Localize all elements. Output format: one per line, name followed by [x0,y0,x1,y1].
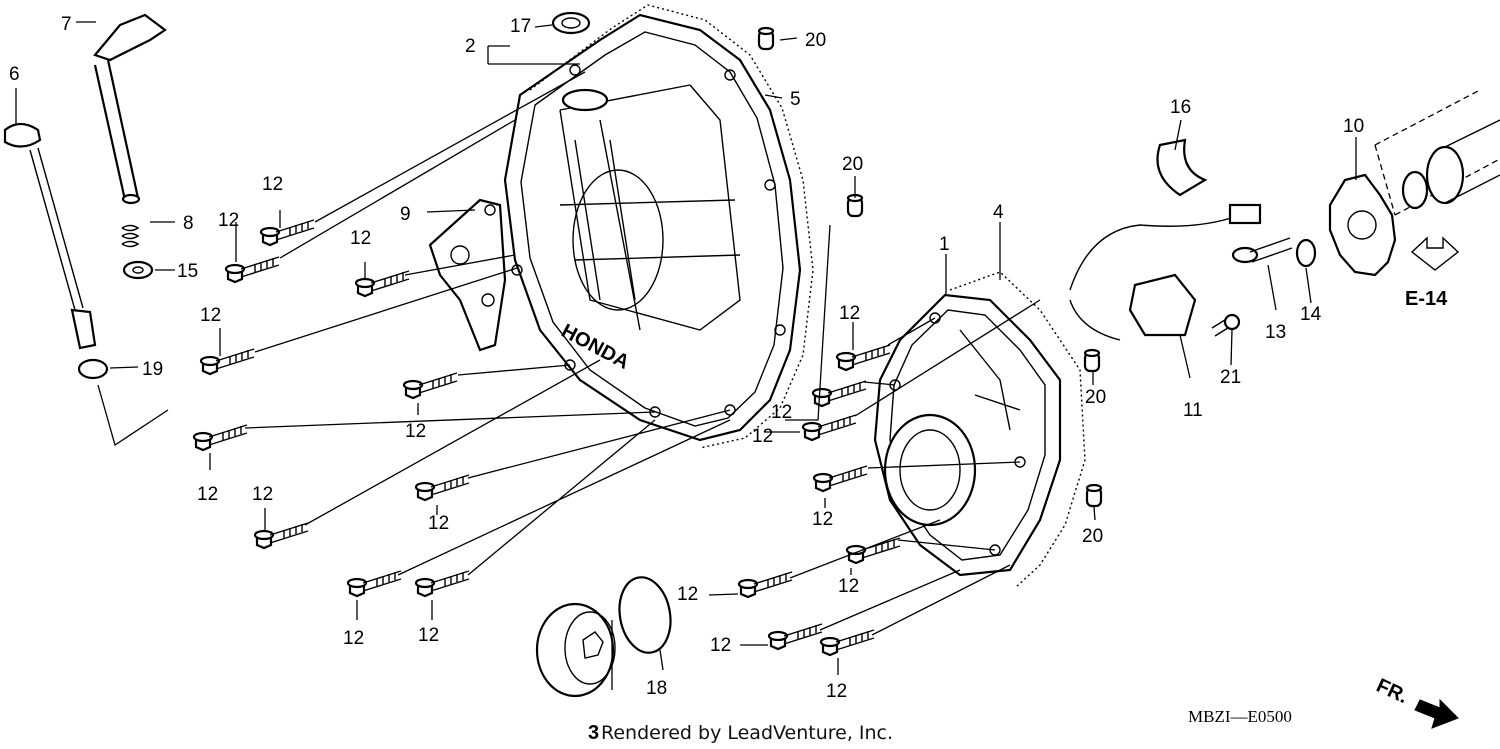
callout-12: 12 [428,513,449,534]
sensor [1069,203,1262,341]
callout-5: 5 [790,89,801,110]
callout-12: 12 [343,628,364,649]
o-ring-19 [77,358,109,380]
callout-12: 12 [418,625,439,646]
callout-8: 8 [183,213,194,234]
cover-gasket-right [949,271,1086,589]
oil-seal [551,11,591,35]
callout-12: 12 [838,576,859,597]
callout-12: 12 [200,305,221,326]
arrow-down-icon [1410,236,1460,271]
bracket [428,198,507,352]
callout-15: 15 [177,261,198,282]
callout-20-low: 20 [1082,526,1103,547]
callout-11: 11 [1183,400,1203,421]
callout-16: 16 [1170,97,1191,118]
callout-6: 6 [9,64,20,85]
callout-19: 19 [142,359,163,380]
generator-cover [873,293,1062,577]
callout-12: 12 [197,484,218,505]
filler-cap [535,602,616,698]
callout-3: 3 [588,722,599,744]
dowel [846,193,864,218]
callout-12: 12 [350,228,371,249]
callouts: 7 6 8 15 19 2 17 20 5 9 20 4 1 20 20 16 … [9,14,1448,744]
callout-10: 10 [1343,116,1364,137]
dowel [1083,348,1101,373]
callout-12: 12 [677,584,698,605]
callout-12: 12 [826,681,847,702]
washer-15 [122,260,154,280]
callout-13: 13 [1265,322,1286,343]
render-credit: Rendered by LeadVenture, Inc. [601,722,893,744]
clutch-cover: HONDA [503,13,802,442]
callout-12: 12 [752,426,773,447]
callout-12: 12 [839,303,860,324]
callout-7: 7 [61,14,72,35]
callout-12: 12 [252,484,273,505]
front-arrow-icon [1414,698,1459,729]
callout-2: 2 [465,36,476,57]
callout-12: 12 [218,210,239,231]
front-direction-label: FR. [1373,675,1411,709]
callout-9: 9 [400,204,411,225]
dipstick [3,122,97,350]
callout-12: 12 [405,421,426,442]
diagram-code: MBZI—E0500 [1188,707,1292,726]
callout-12: 12 [710,635,731,656]
spring [121,224,140,248]
dowel [757,26,775,51]
shift-shaft [93,13,167,205]
callout-20-right: 20 [1085,387,1106,408]
callout-20-mid: 20 [842,154,863,175]
callout-20-top: 20 [805,30,826,51]
callout-18: 18 [646,678,667,699]
callout-12: 12 [771,402,792,423]
reference-label: E-14 [1405,288,1448,310]
cover-gasket [529,4,814,449]
o-ring-18 [618,576,672,654]
callout-14: 14 [1300,304,1322,325]
callout-12: 12 [812,509,833,530]
bolt-13 [1231,237,1293,264]
dowel [1085,483,1103,508]
callout-12: 12 [262,174,283,195]
clamp [1156,138,1208,197]
bolt-21 [1211,313,1241,337]
callout-17: 17 [510,16,531,37]
leader-lines [15,21,1357,690]
callout-21: 21 [1220,367,1241,388]
callout-1: 1 [939,234,950,255]
countershaft-inset [1374,89,1500,216]
sprocket [1328,173,1397,277]
washer-14 [1295,238,1317,268]
callout-4: 4 [993,202,1004,223]
